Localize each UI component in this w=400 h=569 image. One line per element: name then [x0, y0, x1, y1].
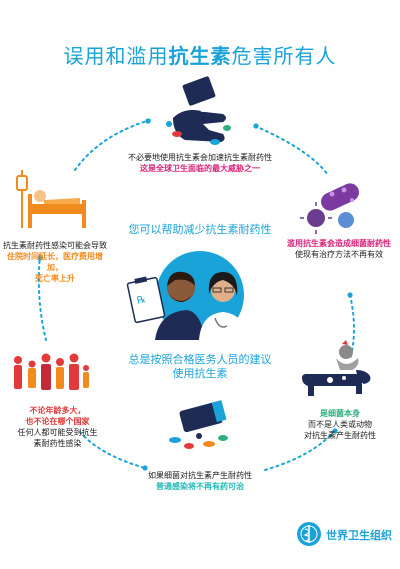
top-text-1: 不必要地使用抗生素会加速抗生素耐药性 — [128, 153, 272, 162]
left-text-1: 抗生素耐药性感染可能会导致 — [3, 241, 107, 250]
svg-text:℞: ℞ — [136, 294, 147, 307]
left-bottom-text-2: 也不论在哪个国家 — [25, 417, 90, 426]
bottom-text-2: 普通感染将不再有药可治 — [156, 482, 244, 491]
center-top-text: 您可以帮助减少抗生素耐药性 — [128, 223, 272, 236]
pill-bottle-icon — [169, 400, 228, 449]
bottom-caption: 如果细菌对抗生素产生耐药性 普通感染将不再有药可治 — [100, 470, 300, 492]
title-post: 危害所有人 — [231, 44, 337, 68]
who-emblem-icon — [297, 522, 321, 546]
right-bottom-text-2: 而不是人类或动物 — [308, 420, 372, 429]
title-pre: 误用和滥用 — [63, 44, 169, 68]
center-bottom-2: 使用抗生素 — [172, 367, 228, 380]
right-text-2: 使现有治疗方法不再有效 — [295, 250, 383, 259]
hospital-bed-icon — [16, 170, 86, 228]
right-bottom-caption: 是细菌本身 而不是人类或动物 对抗生素产生耐药性 — [280, 408, 400, 441]
left-bottom-caption: 不论年龄多大， 也不论在哪个国家 任何人都可能受到抗生 素耐药性感染 — [0, 405, 115, 449]
people-group-icon — [14, 353, 89, 390]
left-text-3: 死亡率上升 — [35, 274, 75, 283]
right-bottom-text-3: 对抗生素产生耐药性 — [304, 431, 376, 440]
left-bottom-text-3: 任何人都可能受到抗生 — [17, 428, 98, 437]
top-text-2: 这是全球卫生面临的最大威胁之一 — [140, 164, 260, 173]
center-bottom-1: 总是按照合格医务人员的建议 — [128, 353, 272, 366]
left-caption: 抗生素耐药性感染可能会导致 住院时间延长，医疗费用增加， 死亡率上升 — [0, 240, 110, 284]
hand-pills-icon — [166, 76, 231, 145]
top-caption: 不必要地使用抗生素会加速抗生素耐药性 这是全球卫生面临的最大威胁之一 — [100, 152, 300, 174]
bacteria-icon — [300, 183, 359, 234]
title-bold: 抗生素 — [168, 44, 232, 68]
who-logo-text: 世界卫生组织 — [326, 529, 392, 542]
center-bottom-text: 总是按照合格医务人员的建议 使用抗生素 — [100, 353, 300, 381]
right-caption: 滥用抗生素会造成细菌耐药性 使现有治疗方法不再有效 — [278, 238, 400, 260]
right-bottom-text-1: 是细菌本身 — [320, 409, 360, 418]
left-text-2: 住院时间延长，医疗费用增加， — [7, 252, 103, 272]
left-bottom-text-1: 不论年龄多大， — [29, 406, 86, 415]
page-title: 误用和滥用抗生素危害所有人 — [0, 40, 400, 69]
left-bottom-text-4: 素耐药性感染 — [33, 439, 82, 448]
doctor-patient-illustration: ℞ — [126, 251, 247, 340]
right-text-1: 滥用抗生素会造成细菌耐药性 — [287, 239, 391, 248]
animals-icon — [302, 340, 371, 396]
bottom-text-1: 如果细菌对抗生素产生耐药性 — [148, 471, 252, 480]
